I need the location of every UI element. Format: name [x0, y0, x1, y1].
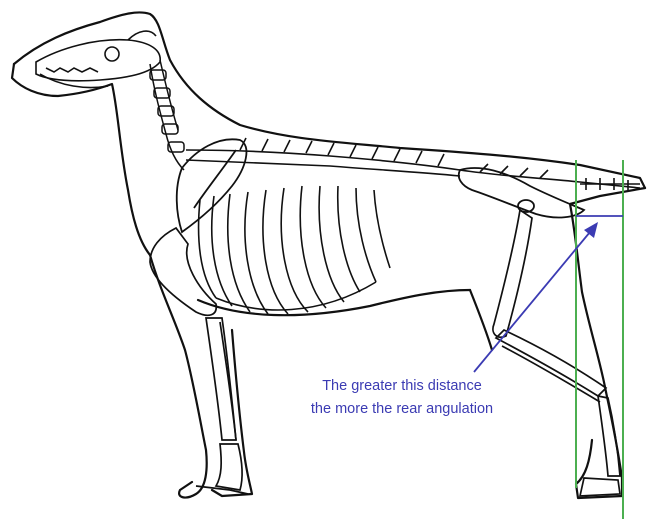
rib-cage [199, 186, 390, 314]
neck-vertebrae [150, 60, 184, 170]
annotation-line-1: The greater this distance [262, 377, 542, 395]
distance-arrow [474, 216, 623, 372]
annotation-line-2: the more the rear angulation [262, 400, 542, 418]
skull [36, 31, 160, 87]
arrow-shaft [474, 232, 590, 372]
guide-lines [576, 160, 623, 519]
body-outline [12, 12, 645, 498]
front-leg-bones [150, 228, 248, 494]
hind-leg-bones [493, 210, 620, 496]
